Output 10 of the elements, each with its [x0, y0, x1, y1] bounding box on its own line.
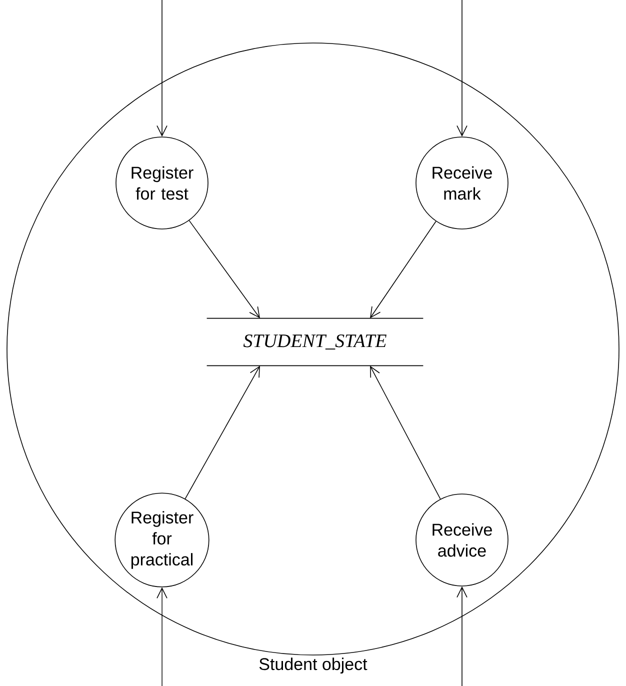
node-label: Student object — [259, 658, 368, 674]
arrow — [456, 586, 468, 686]
arrow — [370, 220, 436, 318]
arrow — [184, 366, 260, 500]
data-store: STUDENT_STATE — [206, 318, 424, 366]
arrow — [370, 366, 441, 500]
arrow — [188, 220, 260, 318]
arrow — [156, 0, 168, 137]
arrow — [456, 0, 468, 137]
arrow — [156, 587, 168, 686]
